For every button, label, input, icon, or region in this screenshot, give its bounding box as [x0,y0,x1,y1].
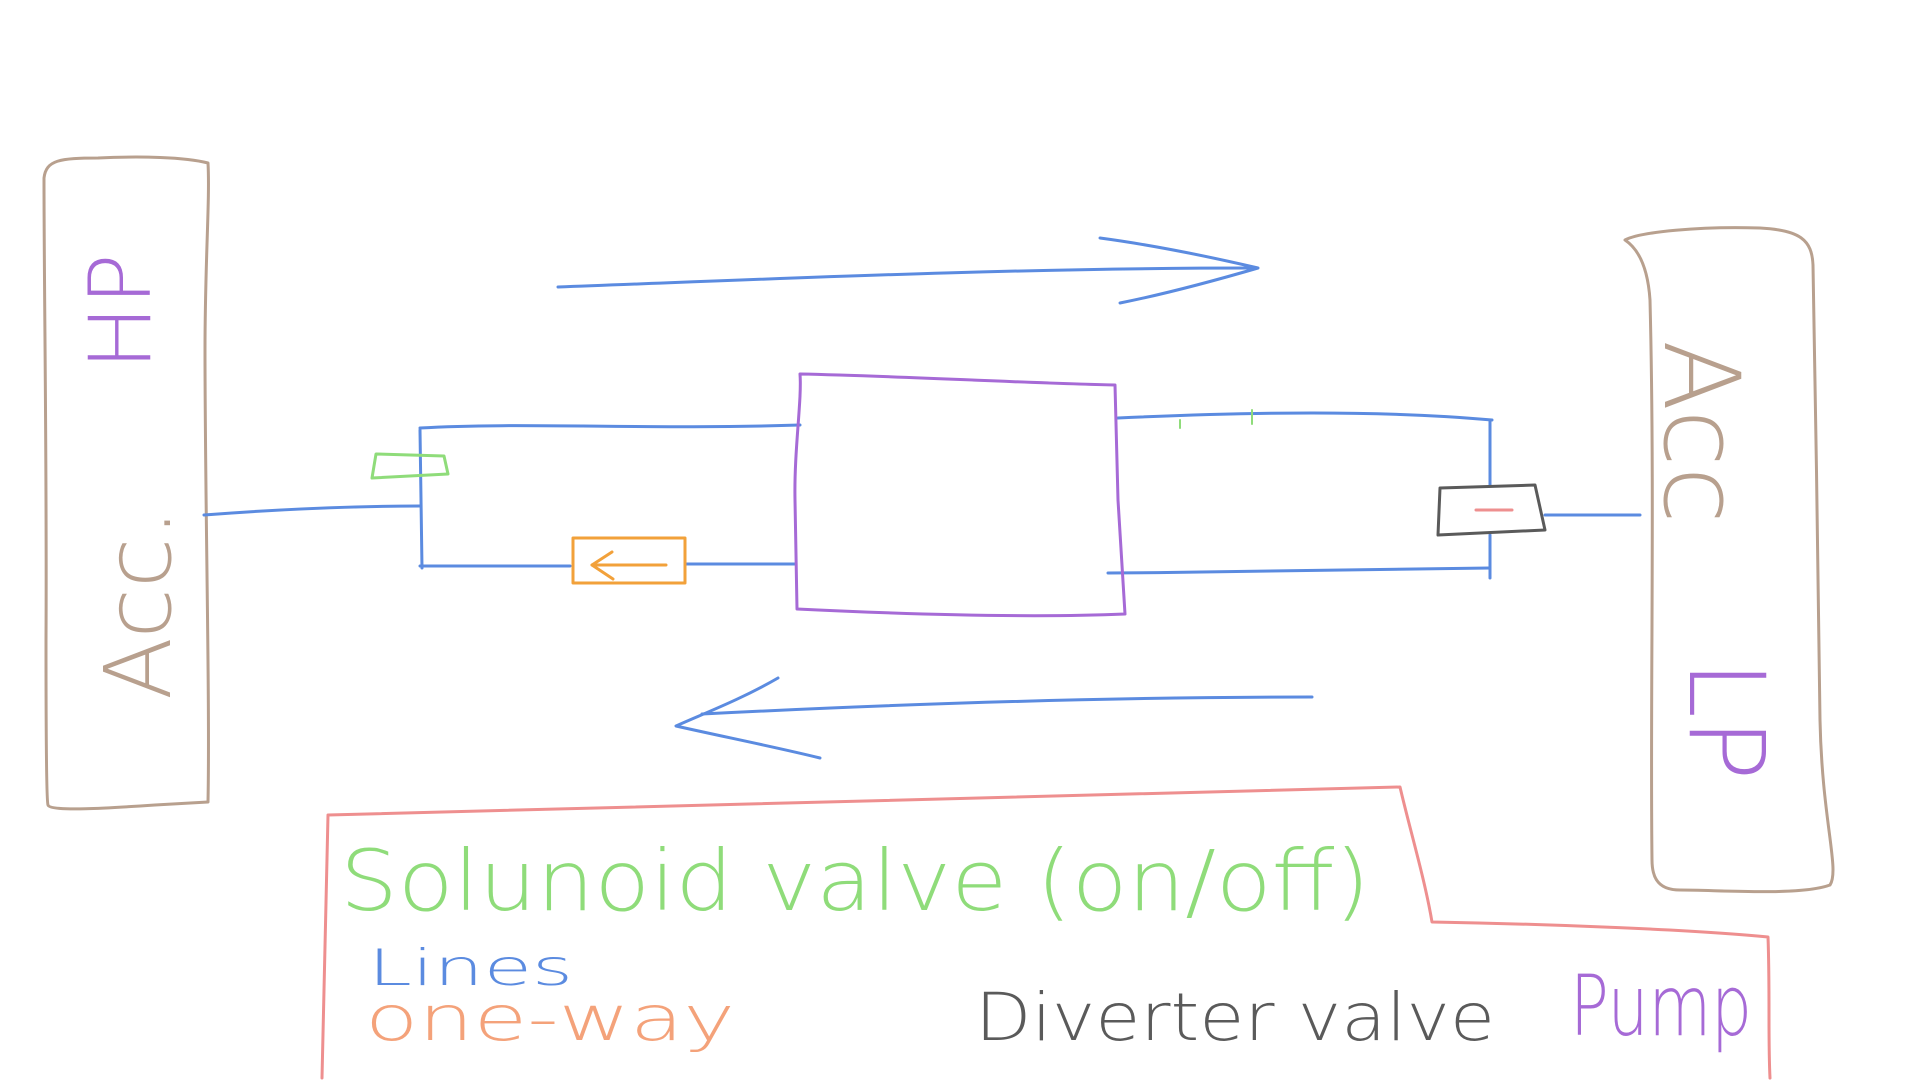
legend-diverter-label: Diverter valve [975,979,1495,1056]
solenoid-valve [370,409,1253,480]
arrow-right-icon [556,236,1260,305]
accumulator-hp-label: Acc. [85,508,192,700]
one-way-valve [571,536,687,585]
pump-box [793,372,1127,618]
legend-pump-label: Pump [1570,957,1752,1055]
arrow-left-icon [674,676,1314,760]
hydraulic-lines [202,411,1642,580]
accumulator-lp-sub-label: LP [1665,660,1787,781]
accumulator-lp-label: Acc [1640,340,1762,524]
legend-one-way-label: one-way [365,982,735,1055]
legend-lines-label: Lines [368,939,573,997]
diverter-valve [1436,483,1547,537]
accumulator-hp-sub-label: HP [71,253,171,370]
accumulator-hp-box [42,155,210,811]
arrow-left-icon [590,550,668,581]
accumulator-lp-box [1623,226,1835,894]
legend-solenoid-label: Solunoid valve (on/off) [340,832,1370,930]
legend-border [320,785,1772,1080]
